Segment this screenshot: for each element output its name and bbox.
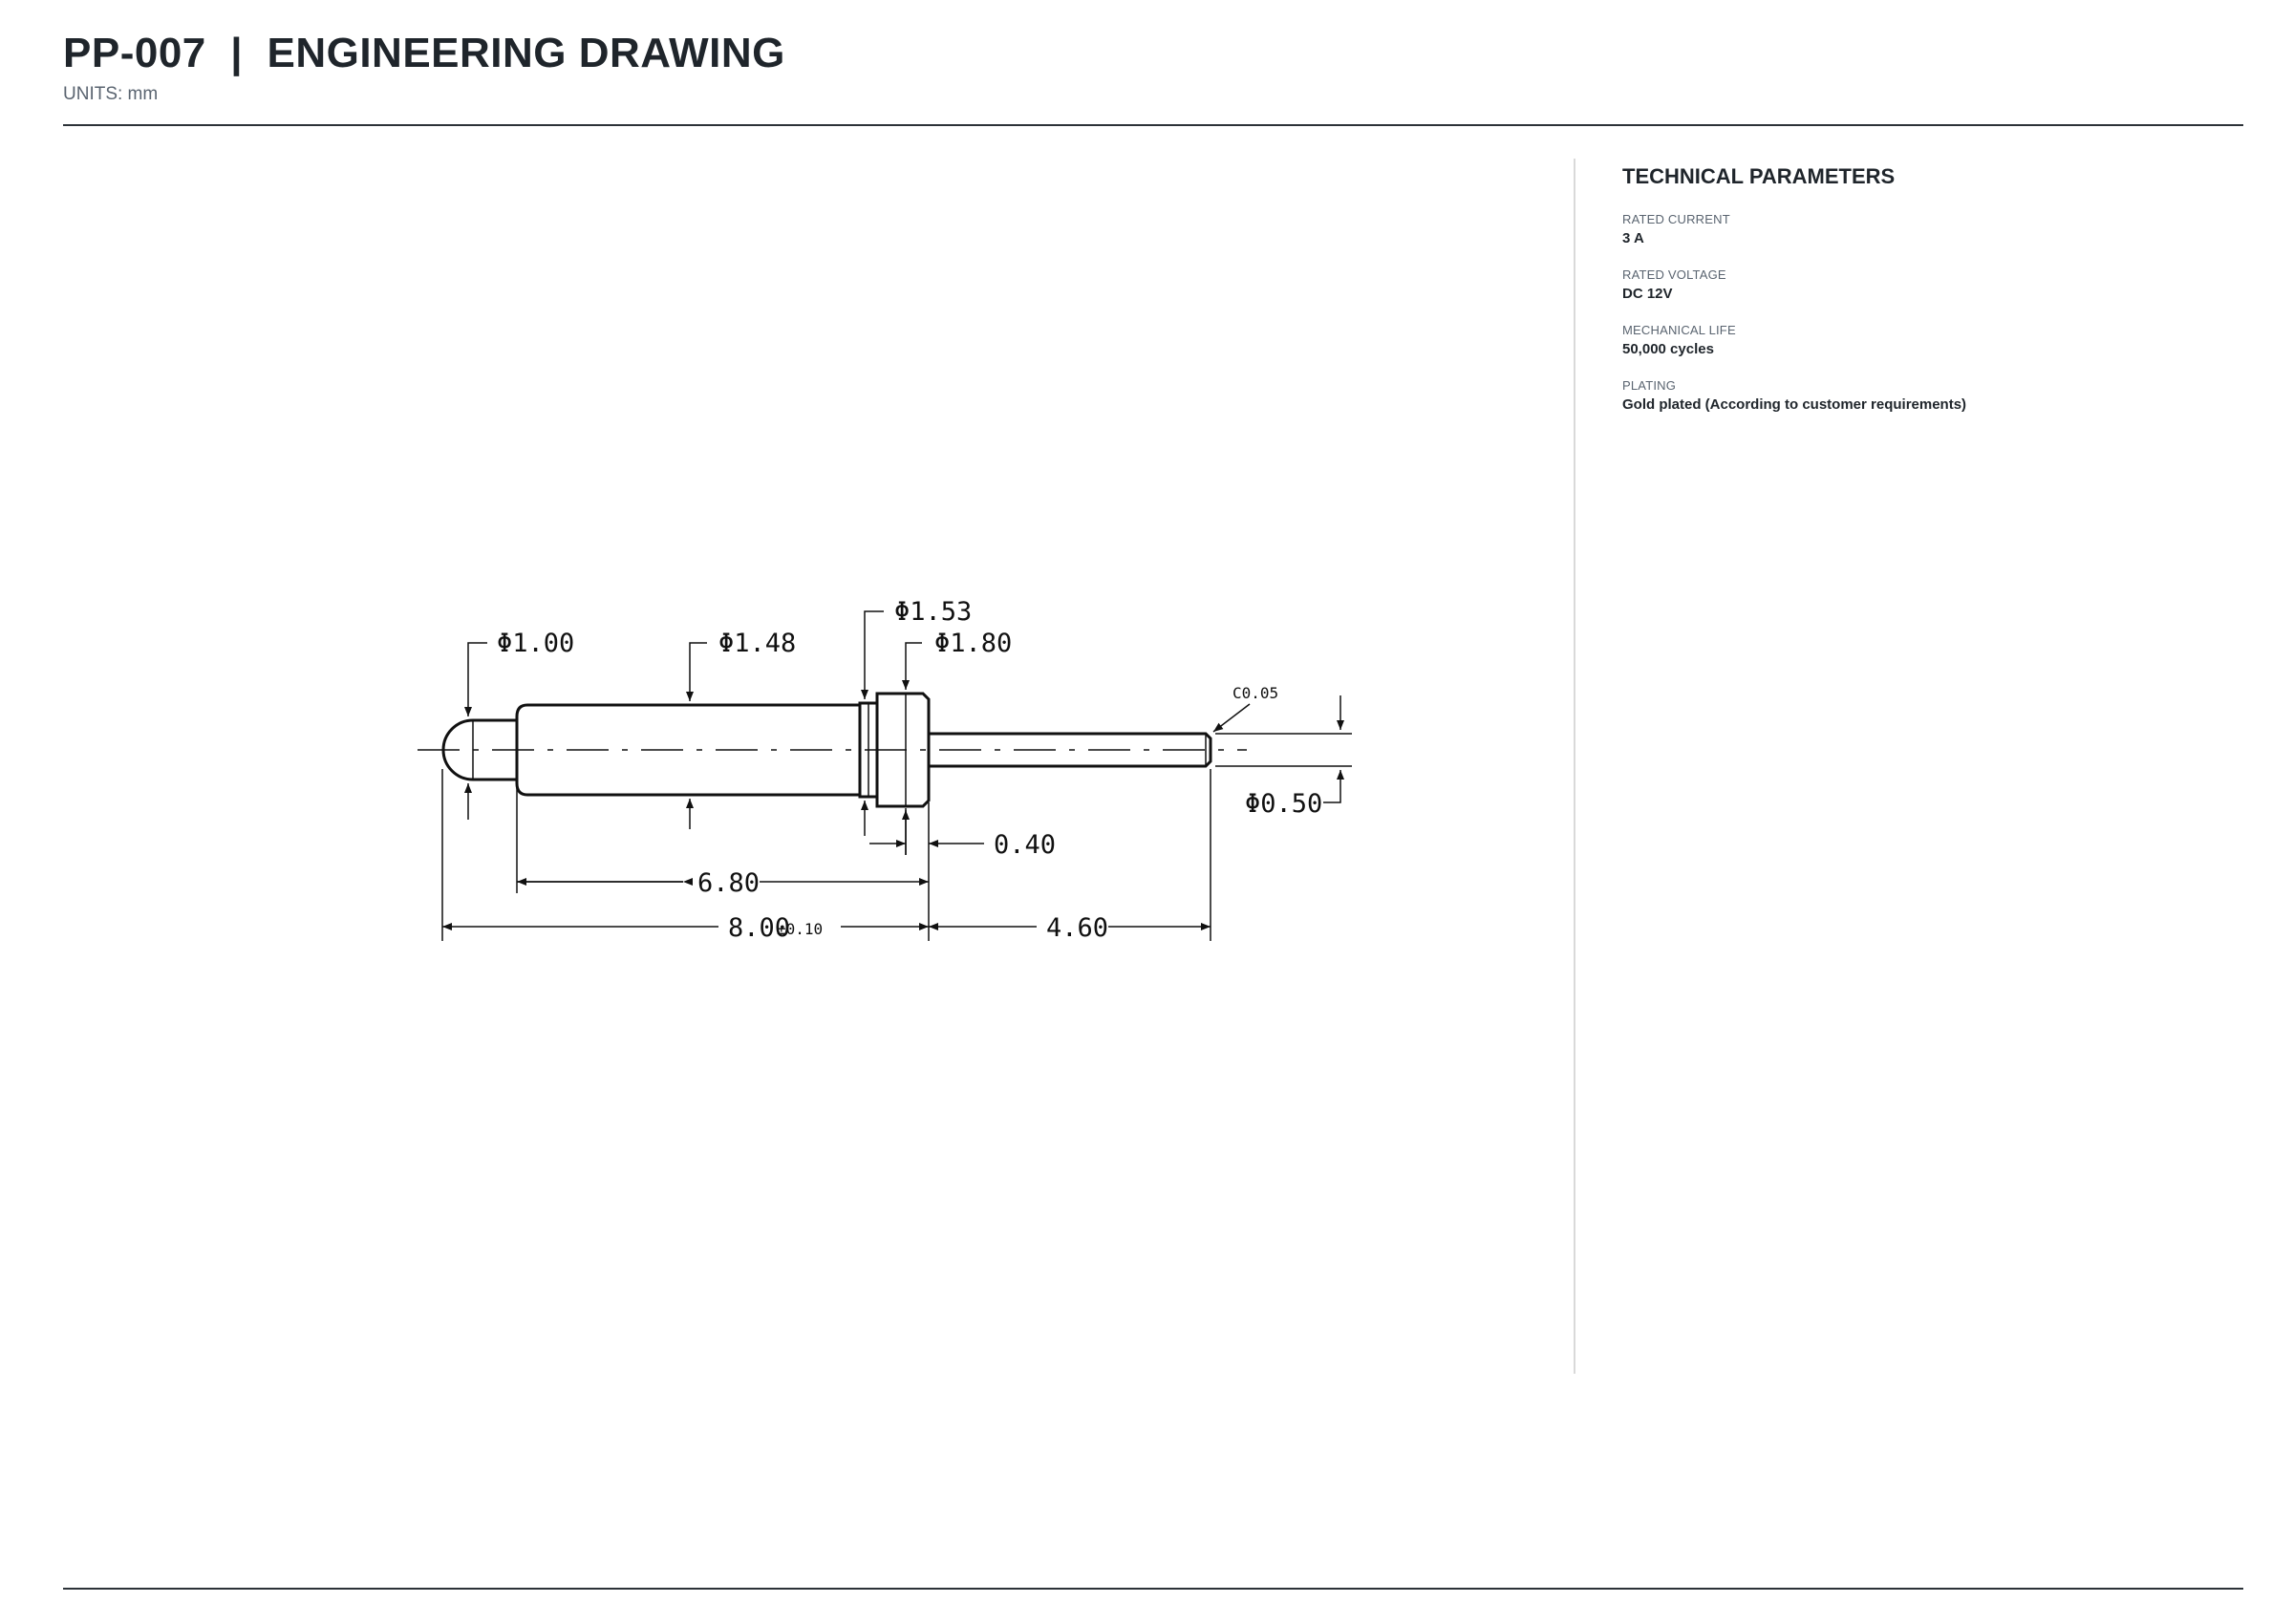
param-label: MECHANICAL LIFE xyxy=(1622,323,1736,337)
param-value: DC 12V xyxy=(1622,286,1673,302)
param-mechanical-life: MECHANICAL LIFE 50,000 cycles xyxy=(1622,323,2215,359)
dim-barrel-diameter: Φ1.48 xyxy=(718,629,796,658)
dim-tail-length: 4.60 xyxy=(1046,913,1108,943)
dimension-lines xyxy=(441,610,1352,941)
param-value: Gold plated (According to customer requi… xyxy=(1622,396,1967,413)
footer-divider xyxy=(63,1588,2243,1590)
parameters-title: TECHNICAL PARAMETERS xyxy=(1622,164,1896,188)
dim-tail-diameter: Φ0.50 xyxy=(1245,789,1322,819)
param-plating: PLATING Gold plated (According to custom… xyxy=(1622,378,2215,415)
param-rated-current: RATED CURRENT 3 A xyxy=(1622,212,2215,248)
technical-parameters-panel: TECHNICAL PARAMETERS RATED CURRENT 3 A R… xyxy=(1622,164,2215,434)
param-label: RATED CURRENT xyxy=(1622,212,1730,226)
dim-chamfer: C0.05 xyxy=(1232,684,1278,702)
header-divider xyxy=(63,124,2243,126)
param-label: RATED VOLTAGE xyxy=(1622,267,1726,282)
param-value: 50,000 cycles xyxy=(1622,341,1714,357)
dim-overall-tolerance: ±0.10 xyxy=(777,920,823,938)
dim-overall-length: 8.00 xyxy=(728,913,790,943)
dim-flange-width: 0.40 xyxy=(994,830,1056,860)
header: PP-007 | ENGINEERING DRAWING UNITS: mm xyxy=(63,27,2243,105)
param-label: PLATING xyxy=(1622,378,1677,393)
dim-tip-diameter: Φ1.00 xyxy=(497,629,574,658)
dim-ring-diameter: Φ1.53 xyxy=(894,597,972,627)
units-label: UNITS: mm xyxy=(63,84,159,104)
param-value: 3 A xyxy=(1622,230,1644,246)
page-title: PP-007 | ENGINEERING DRAWING xyxy=(63,30,785,76)
panel-divider xyxy=(1574,159,1575,1374)
dim-barrel-length: 6.80 xyxy=(697,868,760,898)
dim-flange-diameter: Φ1.80 xyxy=(934,629,1012,658)
param-rated-voltage: RATED VOLTAGE DC 12V xyxy=(1622,267,2215,304)
